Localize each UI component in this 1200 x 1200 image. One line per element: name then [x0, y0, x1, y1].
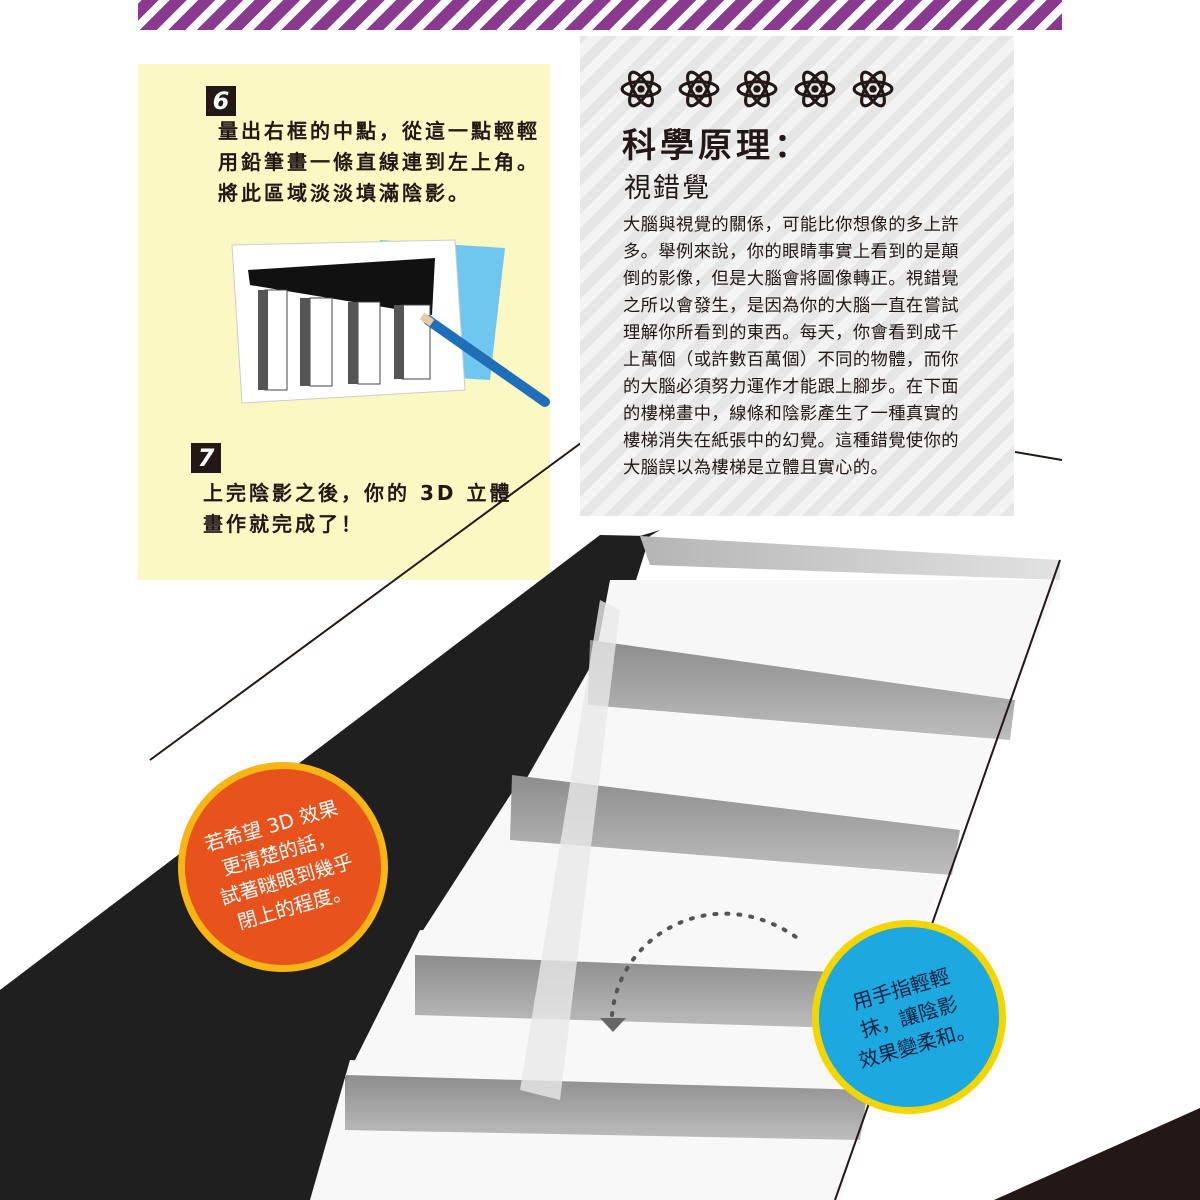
stair-tread	[595, 580, 1060, 705]
step-7-number: 7	[191, 443, 221, 473]
step-6-number: 6	[206, 86, 236, 116]
science-panel	[580, 36, 1014, 516]
top-stripe-banner	[138, 0, 1062, 30]
science-body-text: 大腦與視覺的關係，可能比你想像的多上許 多。舉例來說，你的眼睛事實上看到的是顛 …	[623, 215, 959, 478]
stair-riser	[345, 1075, 868, 1140]
atom-icons-row	[620, 68, 894, 110]
atom-icon	[794, 70, 836, 108]
step-6-text: 量出右框的中點，從這一點輕輕 用鉛筆畫一條直線連到左上角。 將此區域淡淡填滿陰影…	[218, 119, 540, 205]
pencil-icon	[423, 315, 550, 407]
stair-riser	[510, 775, 960, 875]
stair-riser	[588, 640, 1015, 740]
dotted-arrow	[610, 911, 802, 1017]
step-7-text: 上完陰影之後，你的 3D 立體 畫作就完成了！	[203, 481, 513, 536]
science-subtitle: 視錯覺	[624, 173, 711, 204]
page-corner	[994, 1108, 1200, 1200]
science-title: 科學原理：	[622, 126, 812, 166]
atom-icon	[678, 70, 720, 108]
atom-icon	[620, 70, 662, 108]
paper-edge-line	[1014, 451, 1063, 461]
atom-icon	[852, 70, 894, 108]
arrow-head-icon	[600, 1018, 626, 1032]
paper-edge-line	[149, 439, 586, 761]
atom-icon	[736, 70, 778, 108]
page-number: 9	[1020, 1154, 1036, 1182]
